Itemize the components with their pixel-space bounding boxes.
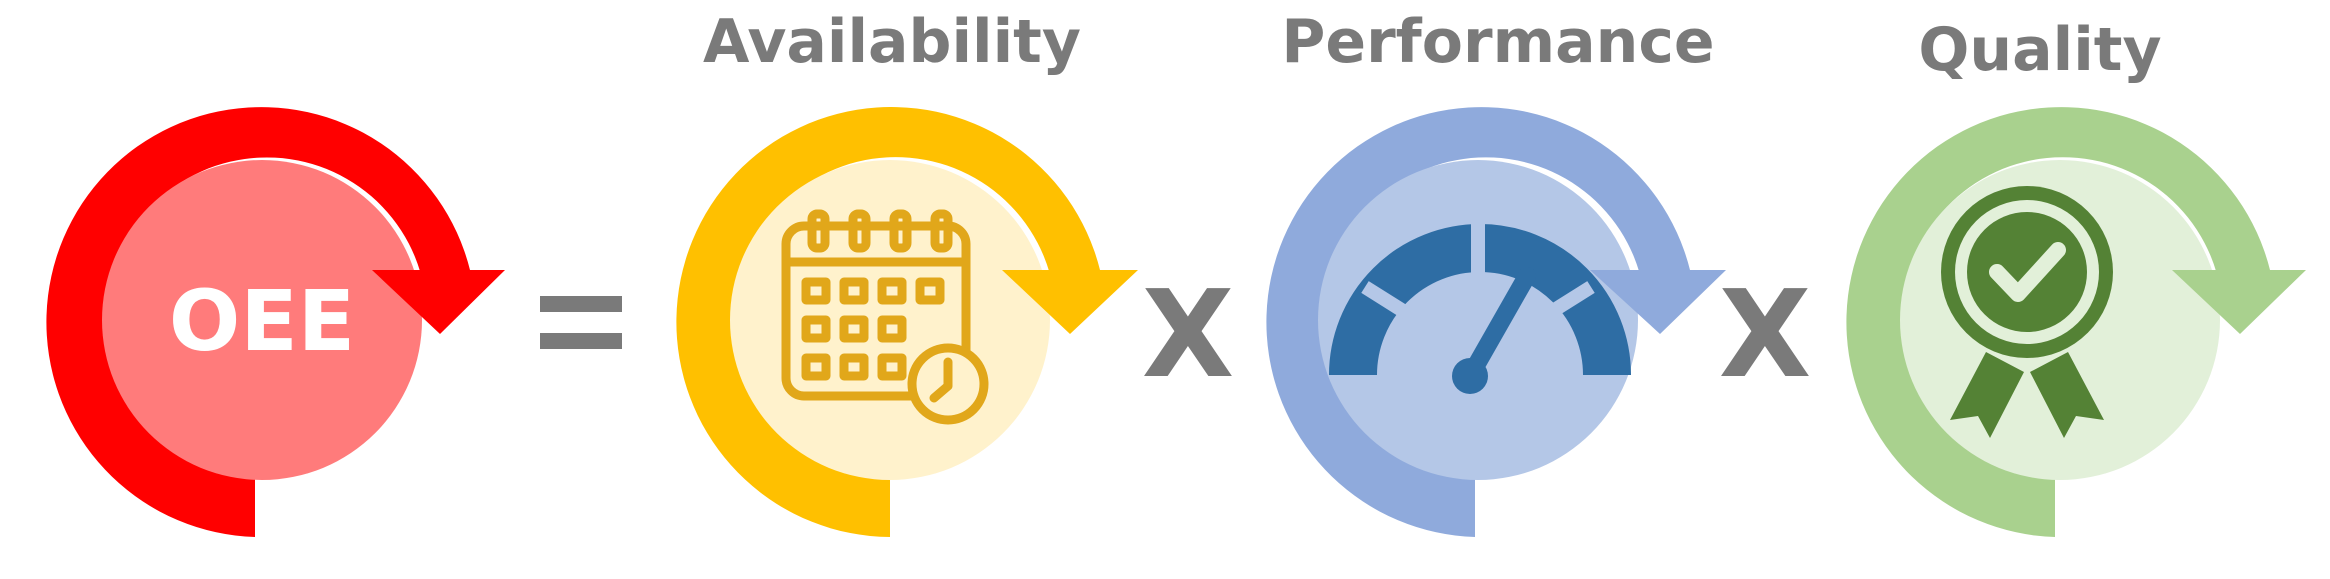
performance-arrowhead — [1590, 270, 1726, 334]
performance-label: Performance — [1281, 7, 1714, 77]
availability-label: Availability — [703, 7, 1081, 77]
times-operator-2: X — [1719, 266, 1812, 405]
quality-arrowhead — [2172, 270, 2306, 334]
oee-arrowhead — [372, 270, 505, 334]
equals-bar-bottom — [540, 333, 622, 349]
oee-label: OEE — [169, 272, 355, 370]
oee-group: OEE — [46, 107, 505, 538]
quality-group: Quality — [1846, 15, 2306, 537]
availability-group: Availability — [676, 7, 1138, 537]
quality-label: Quality — [1918, 15, 2161, 85]
times-operator-1: X — [1142, 266, 1235, 405]
oee-inner-circle — [102, 160, 422, 480]
availability-arrowhead — [1002, 270, 1138, 334]
speedometer-gauge-icon — [1329, 218, 1631, 394]
performance-group: Performance — [1266, 7, 1726, 538]
equals-operator — [540, 296, 622, 349]
calendar-clock-icon — [781, 209, 989, 425]
performance-inner-circle — [1318, 160, 1638, 480]
award-ribbon-check-icon — [1941, 186, 2113, 438]
equals-bar-top — [540, 296, 622, 312]
